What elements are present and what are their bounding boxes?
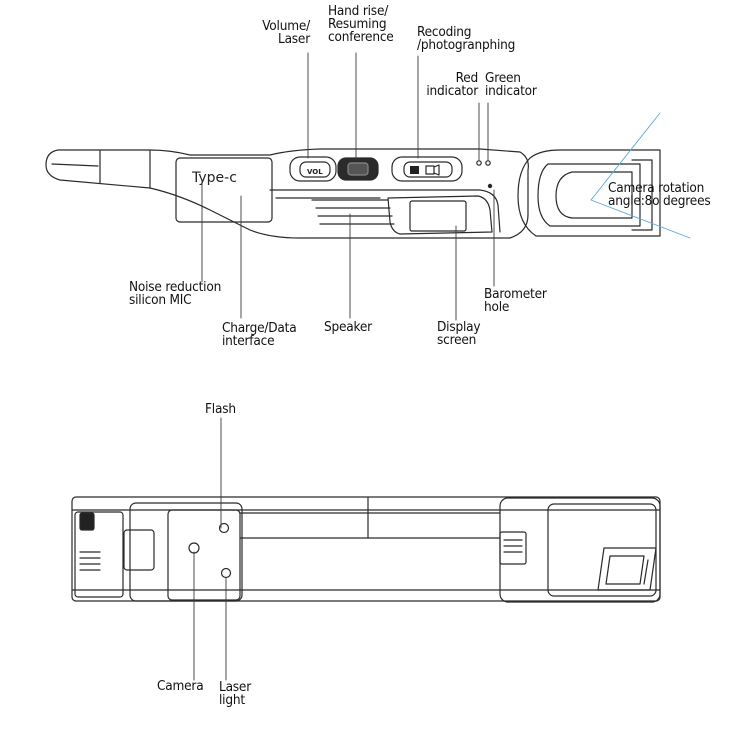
flash-led [218,522,230,534]
inner-contour [269,189,501,233]
left-cap-groove [51,163,99,167]
bottom-leader-lines [193,417,227,681]
green-indicator-dot [485,160,491,166]
top-view-device: Type-c VOL [45,148,661,239]
laser-light-label: Laser light [219,679,251,708]
camera-block [129,502,243,602]
left-end-module [74,511,124,598]
bottom-view-device [71,496,661,603]
type-c-label: Type-c [191,170,237,186]
camera-rotation-label: Camera rotation angle:8o degrees [608,180,711,209]
right-button-cluster [499,531,527,565]
green-indicator-label: Green indicator [485,70,537,99]
right-grille-panel [597,547,657,591]
record-photo-button [391,156,463,182]
device-body-outline [45,148,529,239]
rotating-camera-housing [517,149,661,237]
video-icon [425,165,435,175]
mic-port [79,512,95,531]
display-screen-label: Display screen [437,319,481,348]
camera-side-tab [123,529,155,571]
charge-data-interface-label: Charge/Data interface [222,320,297,349]
camera-lens [188,542,200,554]
type-c-panel [175,157,273,223]
noise-reduction-mic-label: Noise reduction silicon MIC [129,279,222,308]
speaker-label: Speaker [324,319,372,335]
right-end-module [499,497,661,603]
red-indicator-label: Red indicator [426,70,478,99]
recording-label: Recoding /photogranphing [417,24,516,53]
laser-light [220,567,232,579]
camera-lens-window [537,163,641,227]
top-leader-lines [201,52,495,321]
flash-label: Flash [205,401,236,417]
barometer-hole-dot [487,183,493,189]
vol-button [289,156,337,182]
camera-icon [410,166,419,174]
display-housing [387,195,493,235]
camera-plate [167,509,241,601]
rotation-angle-lines [590,112,691,239]
display-screen [409,200,467,232]
red-indicator-dot [476,160,482,166]
barometer-hole-label: Barometer hole [484,286,547,315]
volume-laser-label: Volume/ Laser [262,18,310,47]
camera-label: Camera [157,678,204,694]
hand-rise-label: Hand rise/ Resuming conference [328,3,394,45]
vol-label: VOL [307,168,323,176]
